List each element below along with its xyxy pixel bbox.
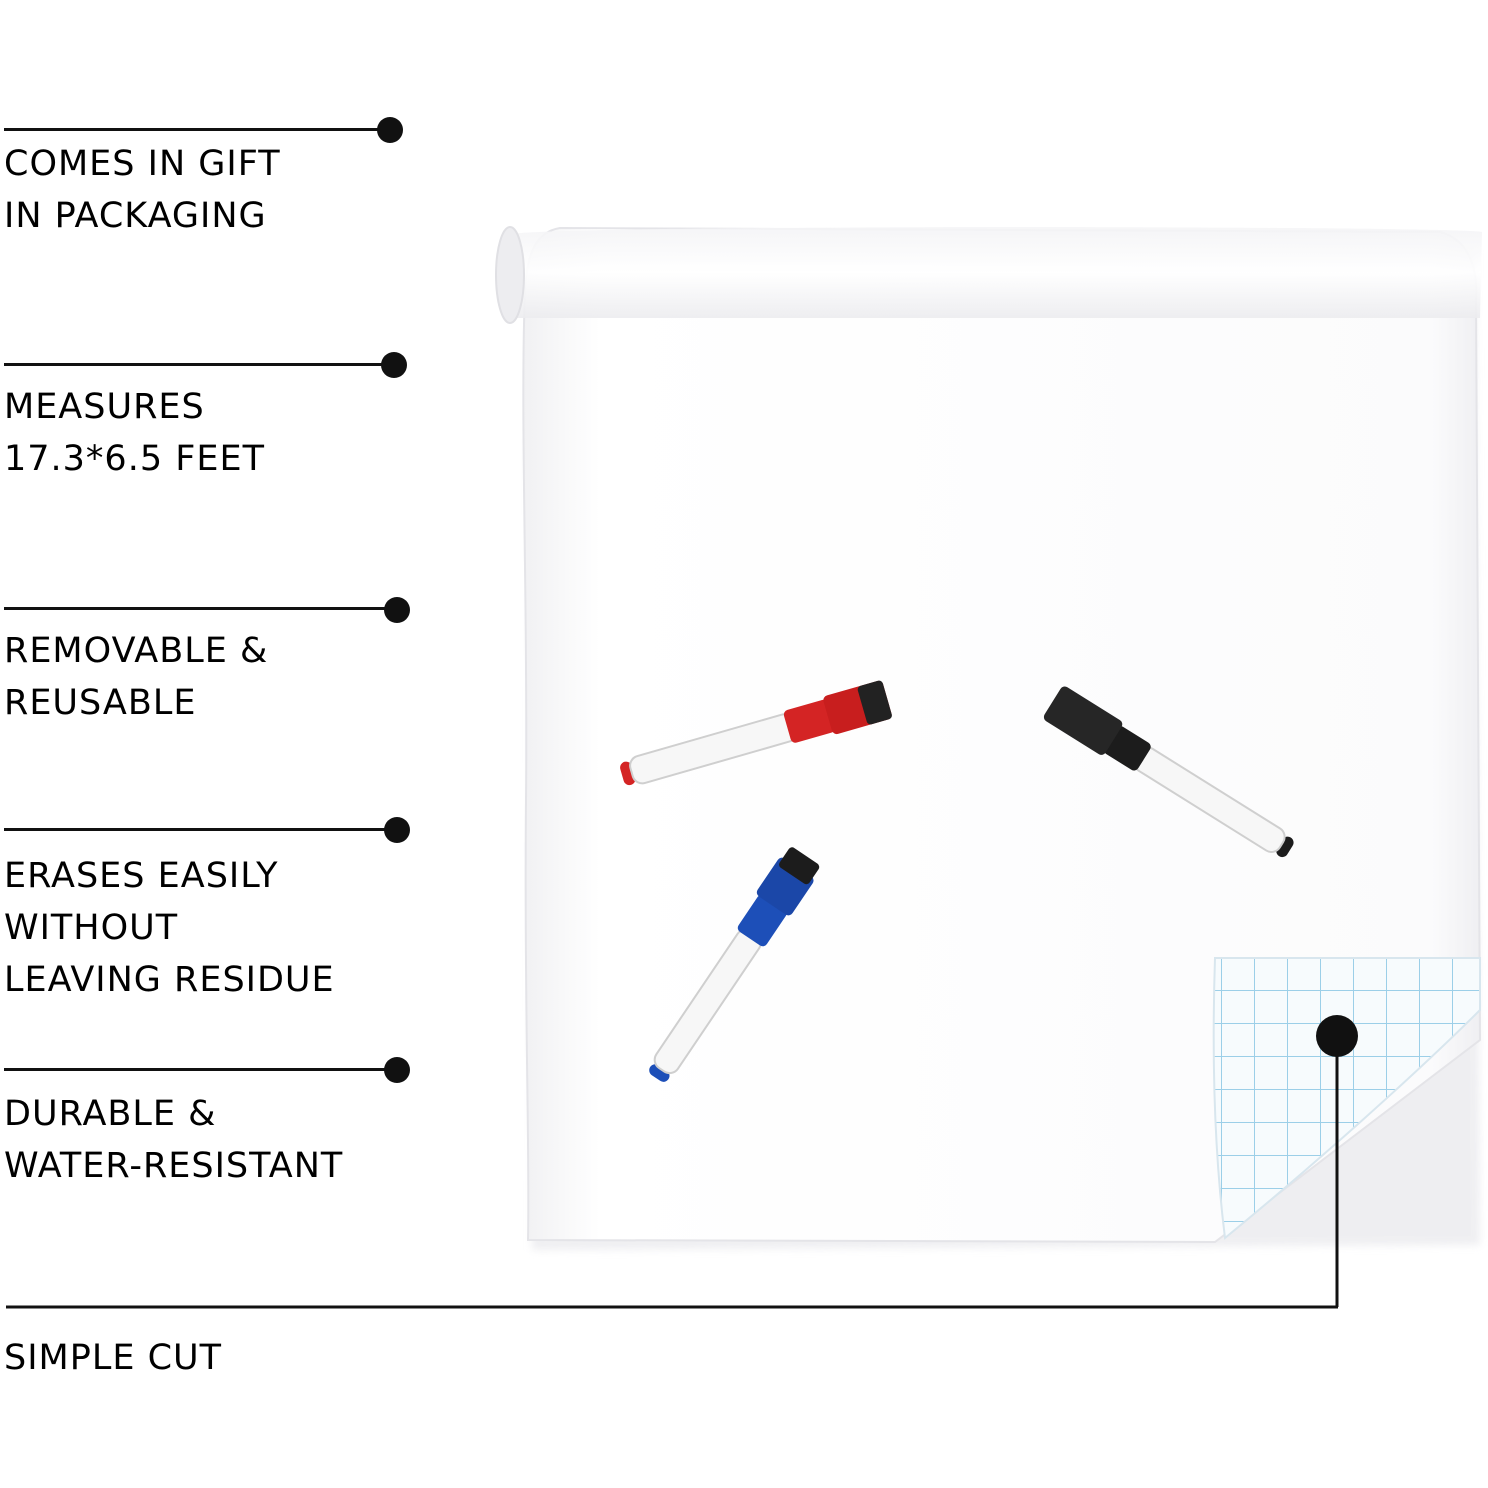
callout-line-measures xyxy=(4,363,394,366)
callout-dot-gift xyxy=(377,117,403,143)
feature-measures: MEASURES 17.3*6.5 FEET xyxy=(4,381,265,485)
feature-durable-line-2: WATER-RESISTANT xyxy=(4,1146,344,1186)
red-marker-icon xyxy=(620,680,892,786)
feature-gift: COMES IN GIFT IN PACKAGING xyxy=(4,138,281,242)
callout-dot-removable xyxy=(384,597,410,623)
callout-dot-durable xyxy=(384,1057,410,1083)
feature-erases-line-1: ERASES EASILY xyxy=(4,856,279,896)
feature-durable: DURABLE & WATER-RESISTANT xyxy=(4,1088,343,1192)
blue-marker-icon xyxy=(649,847,820,1082)
feature-removable-line-1: REMOVABLE & xyxy=(4,631,269,671)
feature-simple-cut-line-1: SIMPLE CUT xyxy=(4,1338,223,1378)
feature-measures-line-2: 17.3*6.5 FEET xyxy=(4,439,265,479)
callout-dot-erases xyxy=(384,817,410,843)
feature-erases-line-3: LEAVING RESIDUE xyxy=(4,960,335,1000)
feature-measures-line-1: MEASURES xyxy=(4,387,205,427)
feature-gift-line-2: IN PACKAGING xyxy=(4,196,267,236)
callout-line-gift xyxy=(4,128,390,131)
feature-gift-line-1: COMES IN GIFT xyxy=(4,144,281,184)
grid-backing-icon xyxy=(1212,957,1481,1240)
callout-line-removable xyxy=(4,607,396,610)
feature-removable: REMOVABLE & REUSABLE xyxy=(4,625,268,729)
feature-erases-line-2: WITHOUT xyxy=(4,908,179,948)
black-marker-icon xyxy=(1043,686,1294,858)
feature-durable-line-1: DURABLE & xyxy=(4,1094,217,1134)
callout-dot-measures xyxy=(381,352,407,378)
callout-line-erases xyxy=(4,828,396,831)
feature-removable-line-2: REUSABLE xyxy=(4,683,197,723)
feature-erases: ERASES EASILY WITHOUT LEAVING RESIDUE xyxy=(4,850,335,1006)
callout-line-durable xyxy=(4,1068,396,1071)
feature-simple-cut: SIMPLE CUT xyxy=(4,1332,222,1384)
